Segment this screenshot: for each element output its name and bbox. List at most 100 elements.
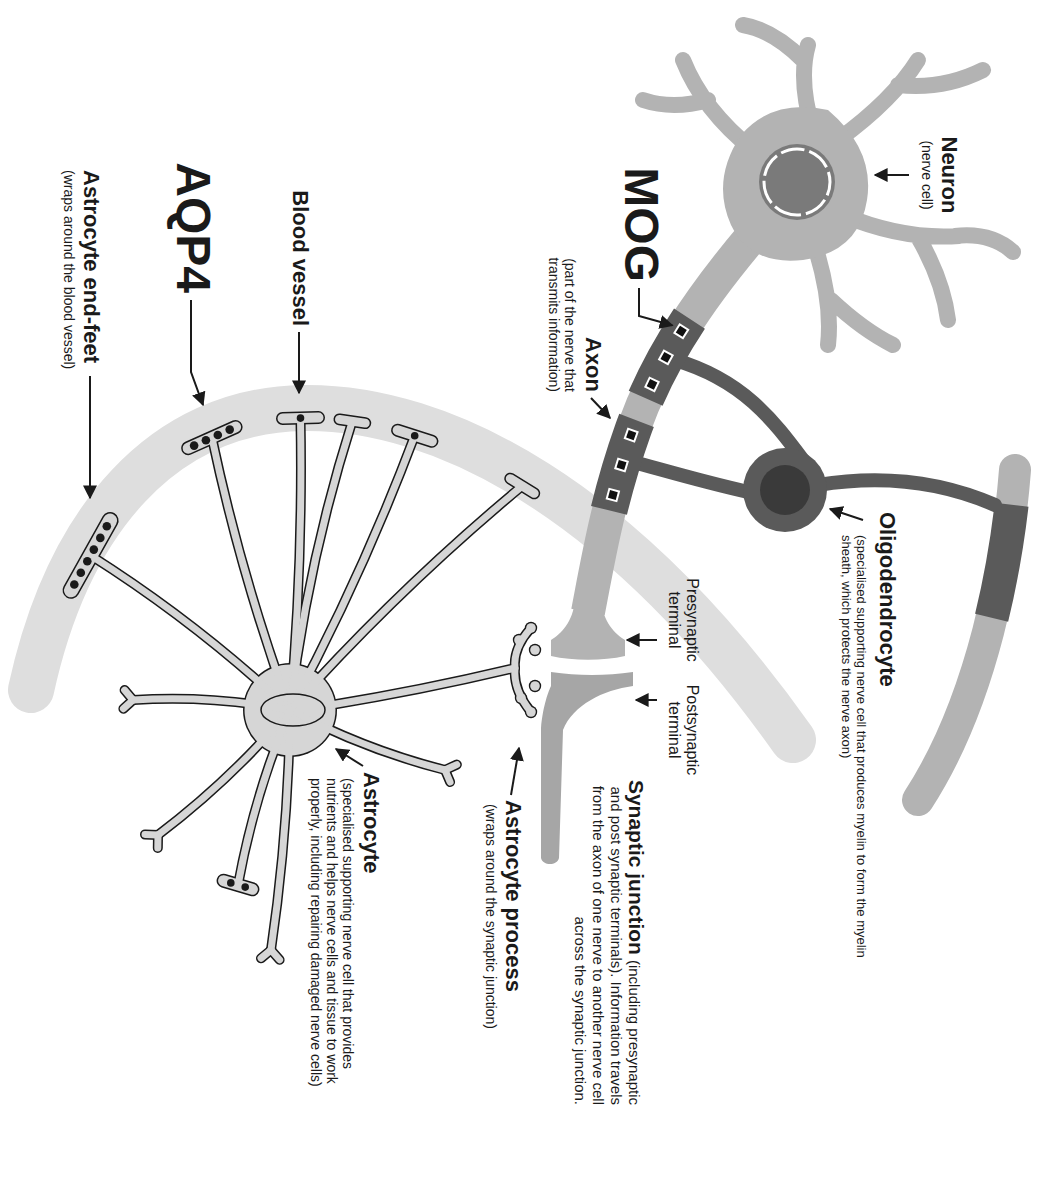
structure-label: Axon — [581, 222, 605, 392]
leader-arrow — [89, 376, 91, 498]
astrocyte-outline — [340, 419, 366, 423]
cell-label: Oligodendrocyte — [875, 512, 899, 687]
astrocyte-process-shape — [510, 479, 534, 494]
aqp4-dot — [70, 580, 79, 589]
neuron-body — [723, 107, 868, 261]
astrocyte-process-shape — [71, 521, 110, 591]
mog-marker — [645, 378, 658, 391]
astrocyte-nucleus — [261, 694, 325, 726]
second-axon — [918, 470, 1015, 800]
description-text: (nerve cell) — [919, 115, 935, 235]
aqp4-dot — [96, 534, 105, 543]
mog-marker — [659, 351, 673, 365]
dendrite — [643, 60, 753, 150]
mog-marker — [607, 489, 619, 501]
leader-arrow — [875, 174, 909, 176]
oligodendrocyte-body — [743, 448, 827, 532]
aqp4-dot — [214, 431, 223, 440]
leader-arrow — [639, 288, 672, 325]
leader-arrow — [191, 300, 203, 405]
structure-label: Presynaptic terminal — [665, 570, 701, 670]
astrocyte-process-shape — [515, 628, 531, 712]
structure-label: Postsynaptic terminal — [665, 680, 701, 780]
astrocyte-process-shape — [445, 770, 450, 782]
astrocyte-process-shape — [331, 668, 515, 705]
astrocyte-process-shape — [290, 710, 445, 770]
aqp4-dot — [241, 883, 249, 891]
astrocyte-outline — [212, 438, 290, 710]
protein-label: MOG — [615, 132, 667, 282]
myelin-sheath — [588, 235, 753, 612]
oligodendrocyte-process — [818, 480, 995, 505]
astrocyte-outline — [515, 628, 531, 712]
astrocyte-process-shape — [290, 436, 415, 710]
aqp4-dot — [83, 557, 92, 566]
nucleus-ring — [764, 149, 830, 215]
aqp4-dot — [202, 436, 211, 445]
structure-label: Blood vessel — [288, 146, 312, 326]
astrocyte-process-shape — [283, 413, 319, 424]
structure-label: Astrocyte end-feet — [79, 170, 103, 363]
aqp4-dot — [225, 425, 234, 434]
aqp4-layer — [70, 414, 419, 891]
neuron-nucleus — [759, 144, 835, 220]
dendrites — [643, 25, 1013, 345]
astrocyte-process-tip — [526, 623, 536, 633]
leader-arrow — [336, 749, 363, 766]
astrocyte-process-shape — [261, 950, 271, 958]
leader-arrow — [636, 699, 657, 701]
astrocyte-outline — [125, 690, 133, 700]
aqp4-dot — [297, 414, 305, 422]
mog-marker — [625, 429, 638, 442]
astrocyte-process-tip — [514, 635, 524, 645]
astrocyte-process-shape — [212, 438, 290, 710]
oligodendrocyte-process — [675, 360, 803, 460]
cell-label: Astrocyte — [359, 772, 383, 873]
aqp4-dot — [411, 432, 419, 440]
mog-leader — [639, 288, 672, 325]
astrocyte-process-tip — [526, 707, 536, 717]
description-text: (wraps around the synaptic junction) — [483, 804, 499, 1029]
blood-vessel — [31, 408, 793, 740]
synaptic-junction-block: Synaptic junction(including presynaptic … — [571, 760, 645, 1105]
structure-label: Synaptic junction — [625, 780, 648, 955]
astrocyte-outline — [290, 436, 415, 710]
astrocyte-process-shape — [398, 430, 432, 441]
astrocyte-outline — [261, 950, 271, 958]
astrocyte-outline — [445, 770, 450, 782]
astrocyte-process-shape — [238, 710, 290, 885]
description-text: (part of the nerve that transmits inform… — [546, 222, 578, 392]
astrocyte-outline — [398, 430, 432, 441]
mog-marker — [674, 324, 688, 338]
astrocyte-outline — [145, 830, 158, 841]
astrocyte-outline — [529, 680, 541, 692]
axon — [588, 235, 753, 612]
description-text: (specialised supporting nerve cell that … — [839, 535, 869, 965]
astrocyte-outline — [283, 411, 319, 425]
leader-arrow — [298, 332, 300, 393]
astrocyte-outline — [529, 644, 541, 656]
aqp4-dot — [190, 441, 199, 450]
description-text: (specialised supporting nerve cell that … — [308, 778, 356, 1123]
dendrite — [843, 215, 1013, 320]
aqp4-dot — [103, 522, 112, 531]
leader-arrow — [830, 509, 863, 520]
astrocyte-fill-layer — [71, 418, 540, 960]
leader-arrow — [627, 639, 657, 641]
astrocyte-outline-layer — [71, 418, 541, 960]
astrocyte-process-shape — [125, 690, 133, 700]
astrocyte-outline — [331, 668, 515, 705]
aqp4-dot — [227, 879, 235, 887]
mog-marker — [615, 459, 627, 471]
astrocyte-process-shape — [340, 419, 366, 423]
aqp4-dot — [90, 545, 99, 554]
dendrite — [813, 240, 893, 345]
astrocyte-process-tip — [530, 681, 540, 691]
presynaptic-terminal — [551, 600, 625, 660]
dendrite — [838, 60, 983, 140]
leader-arrow — [591, 398, 610, 418]
astrocyte-process-tip — [516, 693, 526, 703]
cell-label: Neuron — [937, 115, 961, 235]
structure-label: Astrocyte process — [501, 800, 525, 992]
